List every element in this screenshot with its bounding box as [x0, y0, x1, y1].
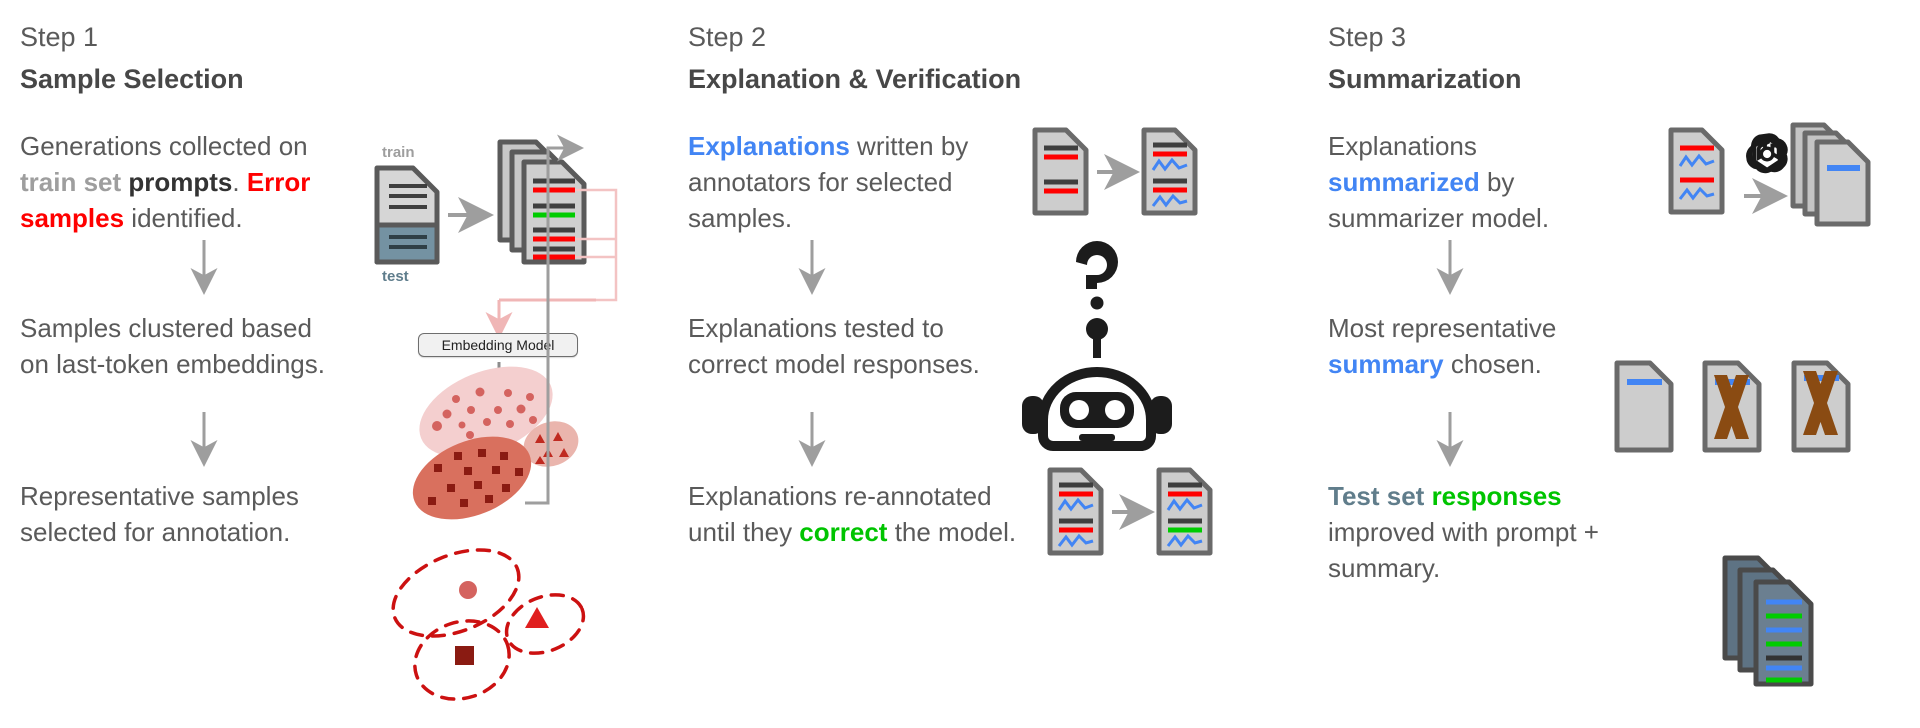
selected-circle-outline	[391, 548, 521, 638]
selected-square-outline	[413, 619, 511, 701]
cluster-triangles	[523, 421, 579, 467]
step-3-paragraph-2: Most representative summary chosen.	[1328, 313, 1557, 379]
step-2-paragraph-2: Explanations tested to correct model res…	[688, 313, 980, 379]
step-1-label: Step 1	[20, 22, 99, 52]
step-2-column: Step 2 Explanation & Verification Explan…	[525, 0, 1300, 728]
step-3-paragraph-3: Test set responses improved with prompt …	[1328, 481, 1599, 583]
step-1-paragraph-1: Generations collected on train set promp…	[20, 131, 311, 233]
step-3-paragraph-1: Explanations summarized by summarizer mo…	[1328, 131, 1550, 233]
step-1-paragraph-3: Representative samples selected for anno…	[20, 481, 299, 547]
test-caption: test	[382, 268, 409, 285]
reject-x-icon	[1714, 375, 1749, 439]
selected-triangle-marker	[525, 607, 549, 628]
step-2-paragraph-3: Explanations re-annotated until they cor…	[688, 481, 1017, 547]
robot-antenna-ball	[1086, 318, 1108, 340]
cluster-squares	[412, 436, 532, 520]
embedding-model-box[interactable]: Embedding Model	[418, 333, 578, 357]
reject-x-icon	[1803, 371, 1838, 435]
cluster-circles	[419, 366, 553, 458]
step-1-column: Step 1 Sample Selection Generations coll…	[0, 0, 660, 728]
step-1-paragraph-2: Samples clustered based on last-token em…	[20, 313, 325, 379]
summary-rejected-1	[1702, 360, 1762, 453]
summary-rejected-2	[1791, 360, 1851, 453]
step-2-title: Explanation & Verification	[688, 64, 1022, 94]
train-caption: train	[382, 144, 415, 161]
selected-triangle-outline	[504, 593, 586, 655]
step-1-title: Sample Selection	[20, 64, 244, 94]
step-3-label: Step 3	[1328, 22, 1407, 52]
step-2-paragraph-1: Explanations written by annotators for s…	[688, 131, 969, 233]
step-2-label: Step 2	[688, 22, 767, 52]
step-3-column: Step 3 Summarization Explanations summar…	[1300, 0, 1920, 728]
step-3-title: Summarization	[1328, 64, 1522, 94]
openai-logo-icon	[1746, 133, 1788, 174]
selected-square-marker	[455, 646, 474, 665]
selected-circle-marker	[459, 581, 477, 599]
